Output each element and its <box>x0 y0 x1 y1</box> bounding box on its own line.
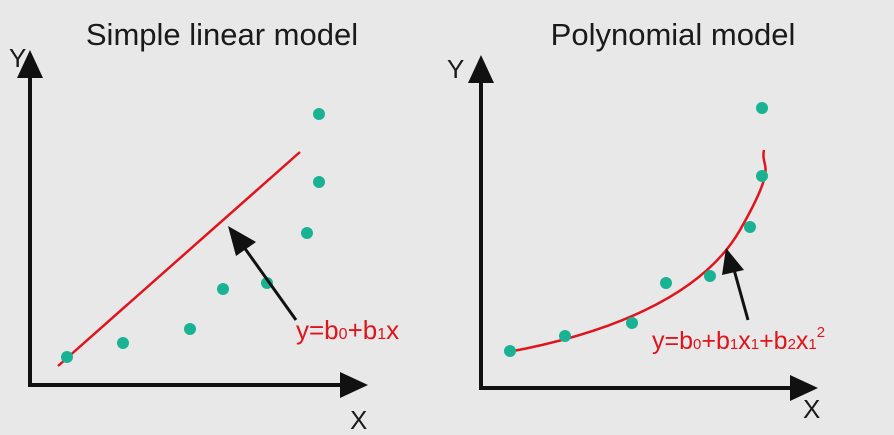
eq-subscript: 2 <box>788 336 796 353</box>
eq-part: x <box>738 327 751 355</box>
data-point <box>217 283 229 295</box>
polynomial-data-points <box>504 102 768 357</box>
data-point <box>301 227 313 239</box>
polynomial-x-axis-arrowhead <box>790 375 818 401</box>
eq-subscript: 0 <box>339 326 348 343</box>
linear-pointer-arrowhead <box>228 226 256 256</box>
data-point <box>756 102 768 114</box>
data-point <box>756 170 768 182</box>
eq-superscript: 2 <box>817 324 825 341</box>
eq-subscript: 1 <box>751 336 759 353</box>
eq-part: +b <box>348 315 378 345</box>
data-point <box>744 221 756 233</box>
polynomial-y-axis-arrowhead <box>468 55 494 83</box>
polynomial-equation-pointer <box>731 265 750 321</box>
data-point <box>117 337 129 349</box>
data-point <box>660 277 672 289</box>
eq-part: +b <box>701 327 730 355</box>
linear-equation-pointer <box>239 242 298 321</box>
polynomial-model-panel: Polynomial model Y X <box>447 17 825 424</box>
polynomial-model-title: Polynomial model <box>551 17 796 52</box>
polynomial-equation: y=b0+b1x1+b2x12 <box>652 324 825 355</box>
polynomial-pointer-arrowhead <box>722 248 744 275</box>
data-point <box>184 323 196 335</box>
linear-y-axis-label: Y <box>9 43 26 73</box>
data-point <box>313 176 325 188</box>
eq-subscript: 1 <box>730 336 738 353</box>
linear-data-points <box>61 108 325 363</box>
polynomial-x-axis-label: X <box>803 394 820 424</box>
data-point <box>61 351 73 363</box>
polynomial-regression-curve <box>507 149 767 354</box>
data-point <box>504 345 516 357</box>
eq-part: y=b <box>296 315 339 345</box>
eq-part: x <box>386 315 399 345</box>
eq-subscript: 1 <box>377 326 386 343</box>
data-point <box>313 108 325 120</box>
eq-subscript: 1 <box>808 336 816 353</box>
polynomial-y-axis-label: Y <box>447 54 464 84</box>
data-point <box>704 270 716 282</box>
linear-model-title: Simple linear model <box>86 17 358 52</box>
linear-x-axis-arrowhead <box>340 372 368 398</box>
linear-x-axis-label: X <box>350 405 367 435</box>
eq-part: +b <box>759 327 788 355</box>
eq-subscript: 0 <box>693 336 701 353</box>
data-point <box>626 317 638 329</box>
eq-part: y=b <box>652 327 693 355</box>
data-point <box>559 330 571 342</box>
linear-regression-line <box>57 151 301 367</box>
eq-part: x <box>796 327 809 355</box>
linear-equation: y=b0+b1x <box>296 315 399 345</box>
linear-y-axis-arrowhead <box>17 50 43 78</box>
linear-model-panel: Simple linear model Y X <box>9 17 399 435</box>
